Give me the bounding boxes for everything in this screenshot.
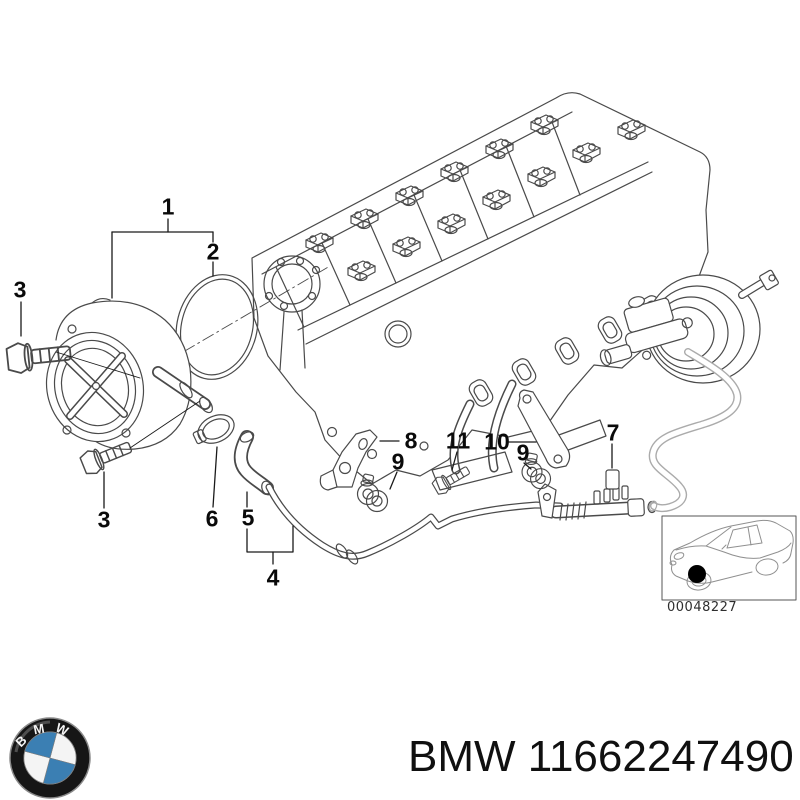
elbow-hose-5-drawing — [233, 430, 274, 496]
callout-part-5: 5 — [241, 504, 255, 531]
callout-part-3-upper: 3 — [13, 276, 27, 303]
callout-leader-lines — [20, 218, 613, 565]
callout-part-4: 4 — [266, 564, 280, 591]
cylinder-head-drawing — [251, 92, 711, 491]
vacuum-pump-drawing — [45, 297, 213, 450]
callout-part-8: 8 — [404, 427, 418, 454]
callout-part-1: 1 — [161, 193, 175, 220]
callout-11-leader — [451, 451, 458, 471]
callout-part-7: 7 — [606, 419, 620, 446]
pipe-clamp-9-left-drawing — [356, 473, 389, 513]
callout-part-11: 11 — [445, 427, 471, 454]
bmw-roundel-logo-icon: BMW — [9, 717, 91, 799]
vacuum-pipe-4-drawing — [265, 483, 657, 565]
callout-4-bracket — [246, 525, 294, 553]
car-location-thumbnail — [661, 515, 797, 601]
catalog-number: 00048227 — [667, 600, 738, 615]
callout-part-9-right: 9 — [516, 439, 530, 466]
brake-booster-drawing — [599, 269, 779, 384]
cap-7-drawing — [605, 469, 620, 490]
callout-part-10: 10 — [484, 428, 510, 455]
callout-9-left-leader — [389, 471, 398, 490]
callout-part-2: 2 — [206, 238, 220, 265]
part-number-text: BMW 11662247490 — [408, 732, 794, 781]
bracket-8-drawing — [319, 429, 378, 491]
hose-clamp-6-drawing — [192, 414, 235, 445]
assembly-center-line — [107, 265, 331, 397]
booster-hose-drawing — [648, 348, 742, 513]
callout-9-right-leader — [523, 462, 532, 470]
callout-part-9-left: 9 — [391, 448, 405, 475]
part-location-dot — [688, 565, 706, 583]
callout-6-leader — [212, 446, 218, 508]
callout-part-3-lower: 3 — [97, 506, 111, 533]
callout-part-6: 6 — [205, 505, 219, 532]
o-ring-drawing — [175, 274, 259, 380]
bracket-10-drawing — [517, 389, 571, 469]
